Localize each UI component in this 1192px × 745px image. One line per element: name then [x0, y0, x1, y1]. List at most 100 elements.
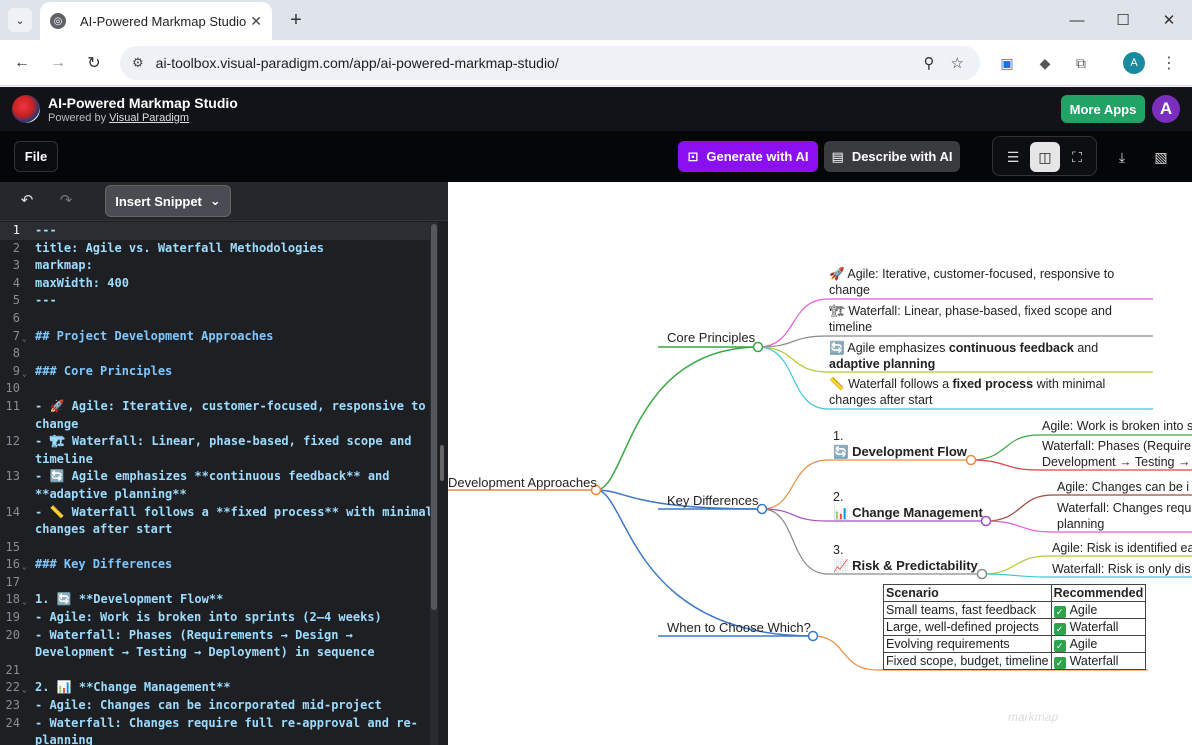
code-line[interactable]: 13- 🔄 Agile emphasizes **continuous feed… — [0, 468, 430, 486]
split-resize-handle[interactable] — [440, 445, 444, 481]
fold-chevron-icon[interactable]: ⌄ — [22, 685, 27, 694]
risk-waterfall-leaf[interactable]: Waterfall: Risk is only dis — [1052, 561, 1190, 577]
code-line[interactable]: changes after start — [0, 521, 430, 539]
code-line[interactable]: 17 — [0, 574, 430, 592]
flow-agile-leaf[interactable]: Agile: Work is broken into s — [1042, 418, 1192, 434]
risk-agile-leaf[interactable]: Agile: Risk is identified ea — [1052, 540, 1192, 556]
user-avatar[interactable]: A — [1152, 95, 1180, 123]
fold-chevron-icon[interactable]: ⌄ — [22, 369, 27, 378]
generate-with-ai-button[interactable]: ⊡ Generate with AI — [678, 141, 818, 172]
code-line[interactable]: change — [0, 416, 430, 434]
code-line[interactable]: 21 — [0, 662, 430, 680]
code-line[interactable]: 15 — [0, 539, 430, 557]
change-management-node[interactable]: 2. 📊 Change Management — [833, 489, 983, 521]
editor-scrollbar[interactable] — [430, 222, 438, 745]
url-text: ai-toolbox.visual-paradigm.com/app/ai-po… — [156, 55, 924, 71]
code-line[interactable]: 6 — [0, 310, 430, 328]
forward-button[interactable]: → — [46, 51, 70, 75]
code-line[interactable]: 4 maxWidth: 400 — [0, 275, 430, 293]
code-line[interactable]: 14- 📏 Waterfall follows a **fixed proces… — [0, 504, 430, 522]
code-line[interactable]: Development → Testing → Deployment) in s… — [0, 644, 430, 662]
back-button[interactable]: ← — [10, 51, 34, 75]
close-icon[interactable]: ✕ — [250, 13, 262, 30]
describe-with-ai-button[interactable]: ▤ Describe with AI — [824, 141, 960, 172]
code-line[interactable]: **adaptive planning** — [0, 486, 430, 504]
markdown-editor[interactable]: ↶ ↷ Insert Snippet ⌄ 1---2title: Agile v… — [0, 182, 448, 745]
zoom-icon[interactable]: ⚲ — [924, 54, 935, 72]
maximize-button[interactable]: ☐ — [1100, 0, 1146, 40]
line-number: 4 — [0, 275, 20, 293]
development-flow-node[interactable]: 1. 🔄 Development Flow — [833, 428, 967, 460]
fold-chevron-icon[interactable]: ⌄ — [22, 597, 27, 606]
fold-chevron-icon[interactable]: ⌄ — [22, 334, 27, 343]
core-principles-node[interactable]: Core Principles — [667, 330, 755, 346]
code-line[interactable]: planning — [0, 732, 430, 745]
code-line[interactable]: 9⌄### Core Principles — [0, 363, 430, 381]
principle-waterfall-node[interactable]: 🏗 Waterfall: Linear, phase-based, fixed … — [829, 303, 1112, 335]
markmap-canvas[interactable]: Development Approaches Core Principles K… — [448, 182, 1192, 745]
download-icon[interactable]: ⤓ — [1111, 146, 1133, 168]
principle-fixed-process-node[interactable]: 📏 Waterfall follows a fixed process with… — [829, 376, 1105, 408]
code-line[interactable]: 22⌄2. 📊 **Change Management** — [0, 679, 430, 697]
visual-paradigm-link[interactable]: Visual Paradigm — [109, 112, 189, 124]
leaf-text: Waterfall: Phases (Require — [1042, 439, 1191, 453]
principle-agile-node[interactable]: 🚀 Agile: Iterative, customer-focused, re… — [829, 266, 1114, 298]
document-icon: ▤ — [832, 149, 844, 165]
redo-icon[interactable]: ↷ — [55, 191, 77, 209]
code-line[interactable]: 7⌄## Project Development Approaches — [0, 328, 430, 346]
key-differences-node[interactable]: Key Differences — [667, 493, 759, 509]
code-line[interactable]: 20 - Waterfall: Phases (Requirements → D… — [0, 627, 430, 645]
check-icon: ✓ — [1054, 657, 1066, 669]
change-agile-leaf[interactable]: Agile: Changes can be i — [1057, 479, 1189, 495]
browser-menu-icon[interactable]: ⋮ — [1158, 52, 1180, 74]
file-menu-button[interactable]: File — [14, 141, 58, 172]
new-tab-button[interactable]: + — [284, 8, 308, 32]
site-info-icon[interactable]: ⚙ — [132, 55, 144, 71]
extension-icon[interactable]: ▣ — [996, 52, 1018, 74]
editor-only-view-icon[interactable]: ☰ — [998, 142, 1028, 172]
code-area[interactable]: 1---2title: Agile vs. Waterfall Methodol… — [0, 222, 430, 745]
change-waterfall-leaf[interactable]: Waterfall: Changes requplanning — [1057, 500, 1191, 532]
reload-button[interactable]: ↻ — [82, 51, 106, 75]
code-line[interactable]: 19 - Agile: Work is broken into sprints … — [0, 609, 430, 627]
code-line[interactable]: timeline — [0, 451, 430, 469]
code-line[interactable]: 1--- — [0, 222, 430, 240]
code-line[interactable]: 11- 🚀 Agile: Iterative, customer-focused… — [0, 398, 430, 416]
export-image-icon[interactable]: ▧ — [1150, 146, 1172, 168]
code-line[interactable]: 23 - Agile: Changes can be incorporated … — [0, 697, 430, 715]
url-input[interactable]: ⚙ ai-toolbox.visual-paradigm.com/app/ai-… — [120, 46, 980, 80]
bookmark-star-icon[interactable]: ☆ — [951, 54, 964, 72]
fold-chevron-icon[interactable]: ⌄ — [22, 562, 27, 571]
line-number: 16 — [0, 556, 20, 574]
insert-snippet-button[interactable]: Insert Snippet ⌄ — [105, 185, 231, 217]
fullscreen-icon[interactable]: ⛶ — [1062, 142, 1092, 172]
code-line[interactable]: 3markmap: — [0, 257, 430, 275]
code-line[interactable]: 8 — [0, 345, 430, 363]
principle-feedback-node[interactable]: 🔄 Agile emphasizes continuous feedback a… — [829, 340, 1098, 372]
split-view-icon[interactable]: ◫ — [1030, 142, 1060, 172]
line-number: 22 — [0, 679, 20, 697]
principle-text: Waterfall: Linear, phase-based, fixed sc… — [848, 304, 1112, 318]
risk-predictability-node[interactable]: 3. 📈 Risk & Predictability — [833, 542, 978, 574]
code-line[interactable]: 24 - Waterfall: Changes require full re-… — [0, 715, 430, 733]
flow-waterfall-leaf[interactable]: Waterfall: Phases (RequireDevelopment → … — [1042, 438, 1191, 470]
more-apps-button[interactable]: More Apps — [1061, 95, 1145, 123]
extensions-puzzle-icon[interactable]: ⧉ — [1070, 52, 1092, 74]
close-window-button[interactable]: ✕ — [1146, 0, 1192, 40]
tab-search-button[interactable]: ⌄ — [8, 8, 32, 32]
root-node[interactable]: Development Approaches — [448, 475, 597, 491]
code-line[interactable]: 12- 🏗 Waterfall: Linear, phase-based, fi… — [0, 433, 430, 451]
code-line[interactable]: 5--- — [0, 292, 430, 310]
scrollbar-thumb[interactable] — [431, 224, 437, 610]
undo-icon[interactable]: ↶ — [16, 191, 38, 209]
minimize-button[interactable]: — — [1054, 0, 1100, 40]
browser-tab[interactable]: ◎ AI-Powered Markmap Studio ✕ — [40, 2, 272, 40]
profile-avatar[interactable]: A — [1123, 52, 1145, 74]
code-line[interactable]: 2title: Agile vs. Waterfall Methodologie… — [0, 240, 430, 258]
code-line[interactable]: 10 — [0, 380, 430, 398]
extension-shield-icon[interactable]: ◆ — [1034, 52, 1056, 74]
code-line[interactable]: 18⌄1. 🔄 **Development Flow** — [0, 591, 430, 609]
line-number: 10 — [0, 380, 20, 398]
when-to-choose-node[interactable]: When to Choose Which? — [667, 620, 811, 636]
code-line[interactable]: 16⌄### Key Differences — [0, 556, 430, 574]
